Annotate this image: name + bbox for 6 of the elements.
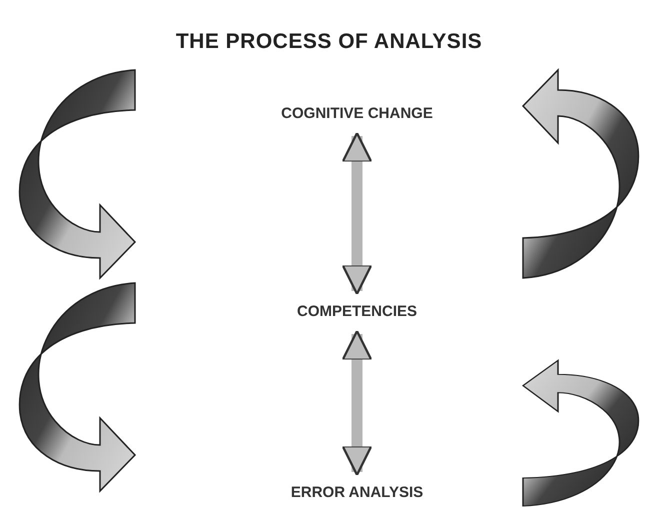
stage-label: COGNITIVE CHANGE <box>281 105 433 122</box>
stage-label: COMPETENCIES <box>297 303 417 320</box>
diagram-title: THE PROCESS OF ANALYSIS <box>174 30 484 54</box>
stage-label: ERROR ANALYSIS <box>290 484 424 501</box>
double-arrow <box>342 330 372 476</box>
double-arrow <box>342 132 372 295</box>
